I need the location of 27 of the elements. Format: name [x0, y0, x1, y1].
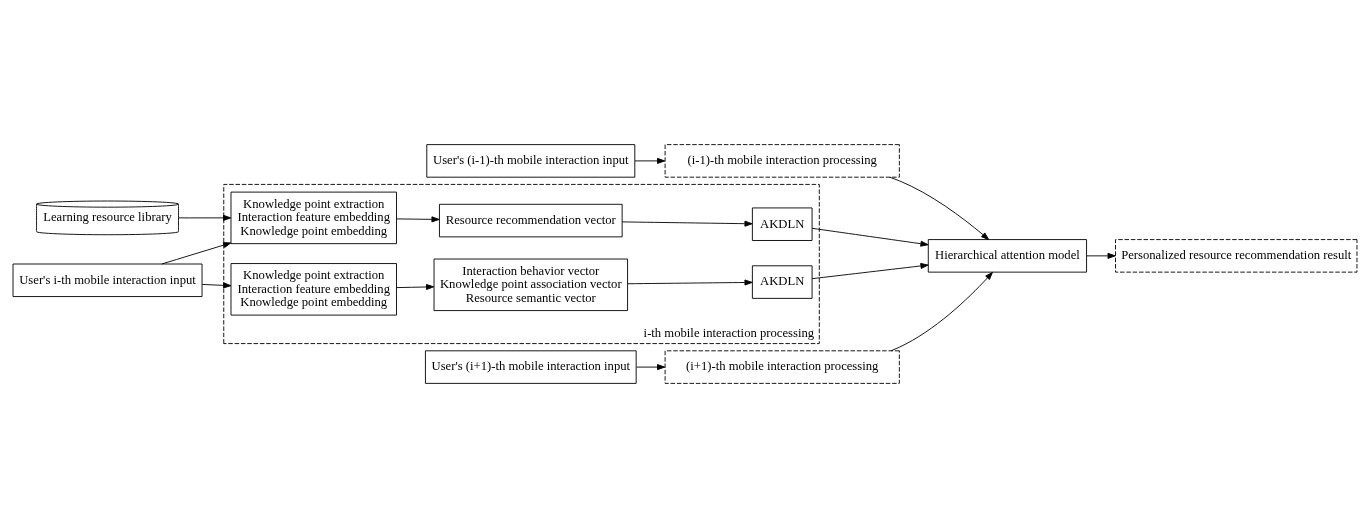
arrow	[396, 215, 440, 222]
arrow	[161, 241, 232, 264]
node-box: Knowledge point extraction Interaction feature embedding Knowledge point embedding	[230, 262, 397, 316]
arrow	[811, 262, 929, 279]
arrow	[621, 220, 753, 227]
arrow	[890, 271, 993, 351]
node-box: Interaction behavior vector Knowledge point association vector Resource semantic vector	[433, 258, 629, 311]
node-box: Hierarchical attention model	[927, 238, 1087, 273]
arrow	[201, 281, 232, 288]
node-box: Resource recommendation vector	[439, 203, 623, 237]
arrow	[889, 176, 990, 240]
arrow	[634, 157, 666, 164]
node-box: AKDLN	[751, 264, 813, 299]
arrow	[627, 279, 753, 285]
arrow	[636, 363, 666, 370]
node-box: Knowledge point extraction Interaction feature embedding Knowledge point embedding	[230, 191, 397, 244]
node-box: Personalized resource recommendation result	[1115, 238, 1358, 273]
arrow	[178, 214, 232, 221]
arrow	[396, 283, 435, 290]
node-box: User's (i-1)-th mobile interaction input	[426, 143, 636, 178]
node-box: User's (i+1)-th mobile interaction input	[425, 349, 637, 384]
arrow	[811, 227, 929, 247]
node-box: (i-1)-th mobile interaction processing	[664, 143, 900, 178]
node-box: (i+1)-th mobile interaction processing	[664, 349, 900, 384]
node-box: AKDLN	[751, 207, 813, 241]
arrow	[1086, 252, 1116, 259]
node-box: User's i-th mobile interaction input	[12, 263, 203, 297]
